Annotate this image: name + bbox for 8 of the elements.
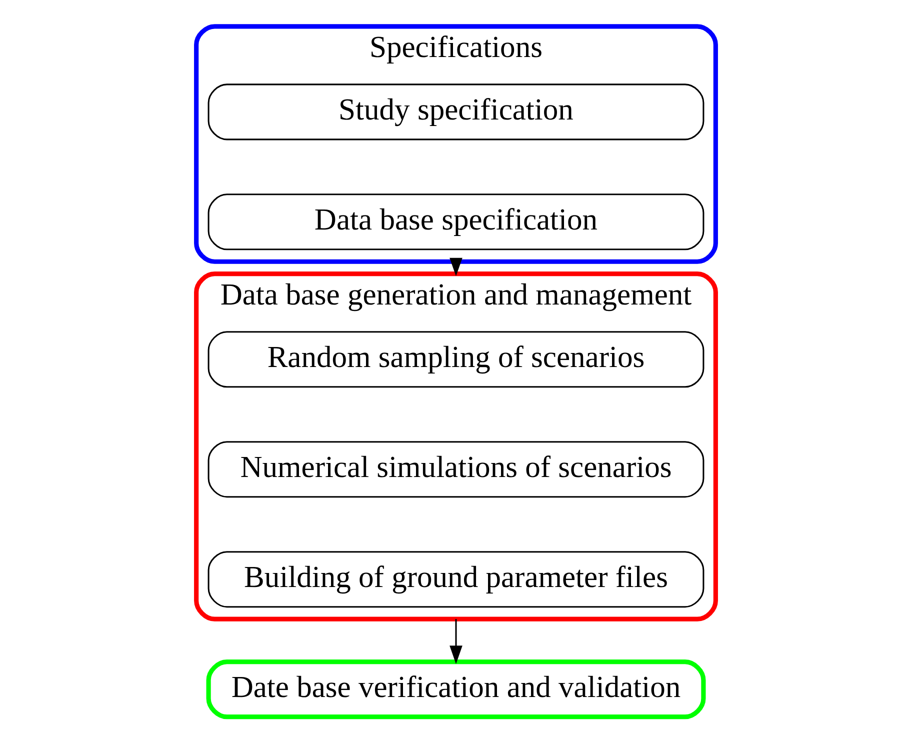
- node-box: Random sampling of scenarios: [207, 331, 704, 388]
- node-box: Data base specification: [207, 194, 704, 250]
- node-box: Building of ground parameter files: [207, 551, 704, 608]
- arrow: [449, 619, 462, 664]
- node-box: Numerical simulations of scenarios: [207, 441, 704, 498]
- node-box: Study specification: [207, 84, 704, 140]
- arrow: [449, 258, 462, 276]
- node-box: Date base verification and validation: [206, 660, 706, 720]
